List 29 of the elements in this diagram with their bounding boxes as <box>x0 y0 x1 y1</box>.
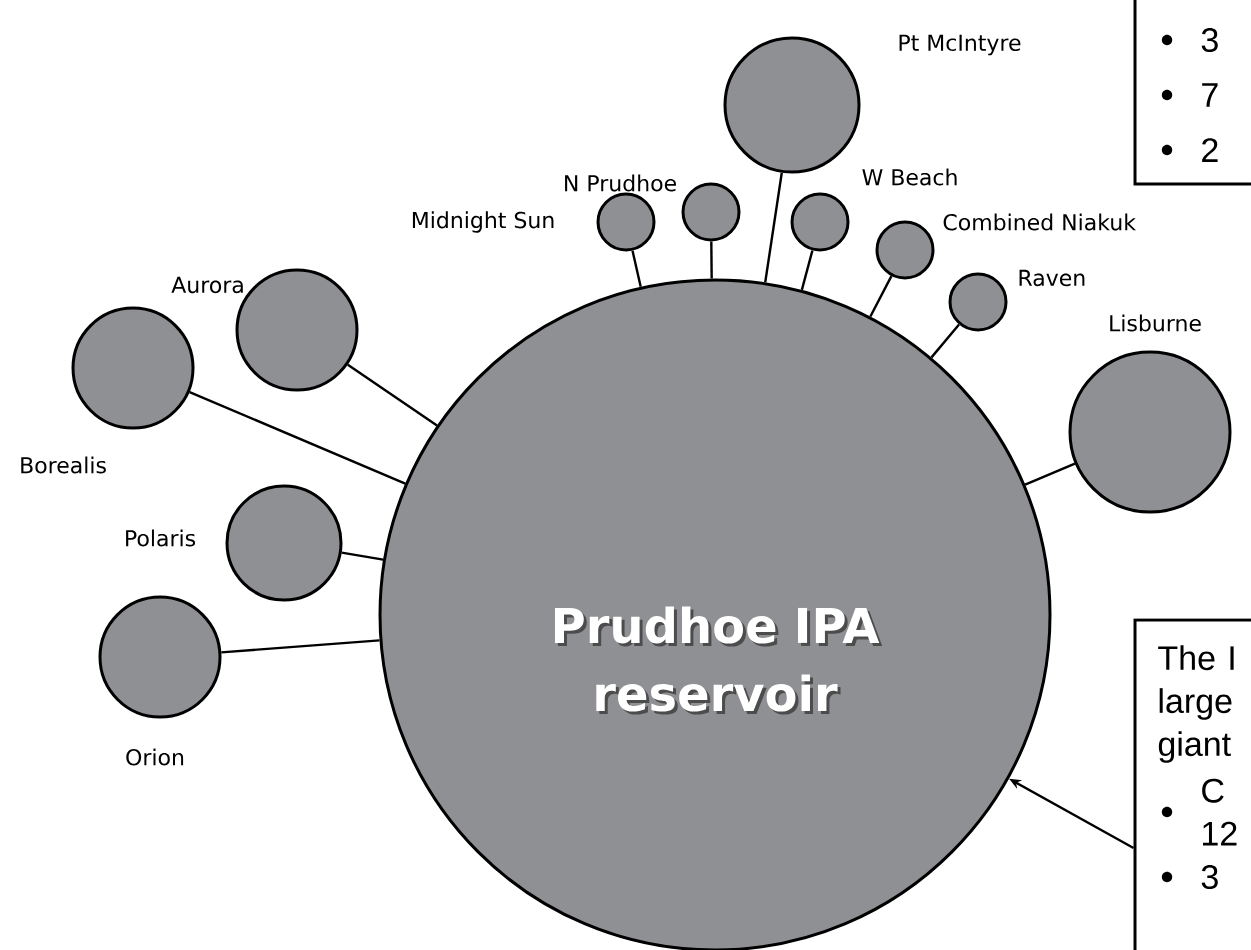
bullet-text: 7 <box>1202 83 1218 107</box>
text-box <box>1133 0 1251 186</box>
node-label: Midnight Sun <box>412 211 554 233</box>
node-label: Aurora <box>171 276 243 294</box>
connector-line <box>800 250 814 291</box>
connector-line <box>1024 462 1076 486</box>
connector-line <box>341 551 384 561</box>
bullet-text: 3 <box>1201 27 1218 53</box>
node-label: Combined Niakuk <box>943 213 1136 231</box>
bullet-text: 3 <box>1201 864 1218 890</box>
node-label: Borealis <box>21 456 106 474</box>
connector-line <box>764 172 783 283</box>
node-label: Polaris <box>126 529 196 547</box>
node-label: W Beach <box>862 168 957 186</box>
connector-line <box>710 241 713 279</box>
connector-line <box>869 275 893 318</box>
node-label: Pt McIntyre <box>899 34 1021 56</box>
box-text: The I large giant <box>1158 645 1234 763</box>
connector-line <box>189 390 406 485</box>
connector-line <box>221 639 380 654</box>
connector-line <box>930 323 960 359</box>
connector-line <box>347 363 438 427</box>
bullet-text: C 12 <box>1202 778 1237 846</box>
node-label: Lisburne <box>1110 314 1201 332</box>
text-box <box>1133 618 1251 950</box>
connector-line <box>631 250 642 288</box>
node-label: Orion <box>126 748 184 766</box>
bullet-text: 2 <box>1202 138 1218 162</box>
node-label: N Prudhoe <box>565 174 676 192</box>
